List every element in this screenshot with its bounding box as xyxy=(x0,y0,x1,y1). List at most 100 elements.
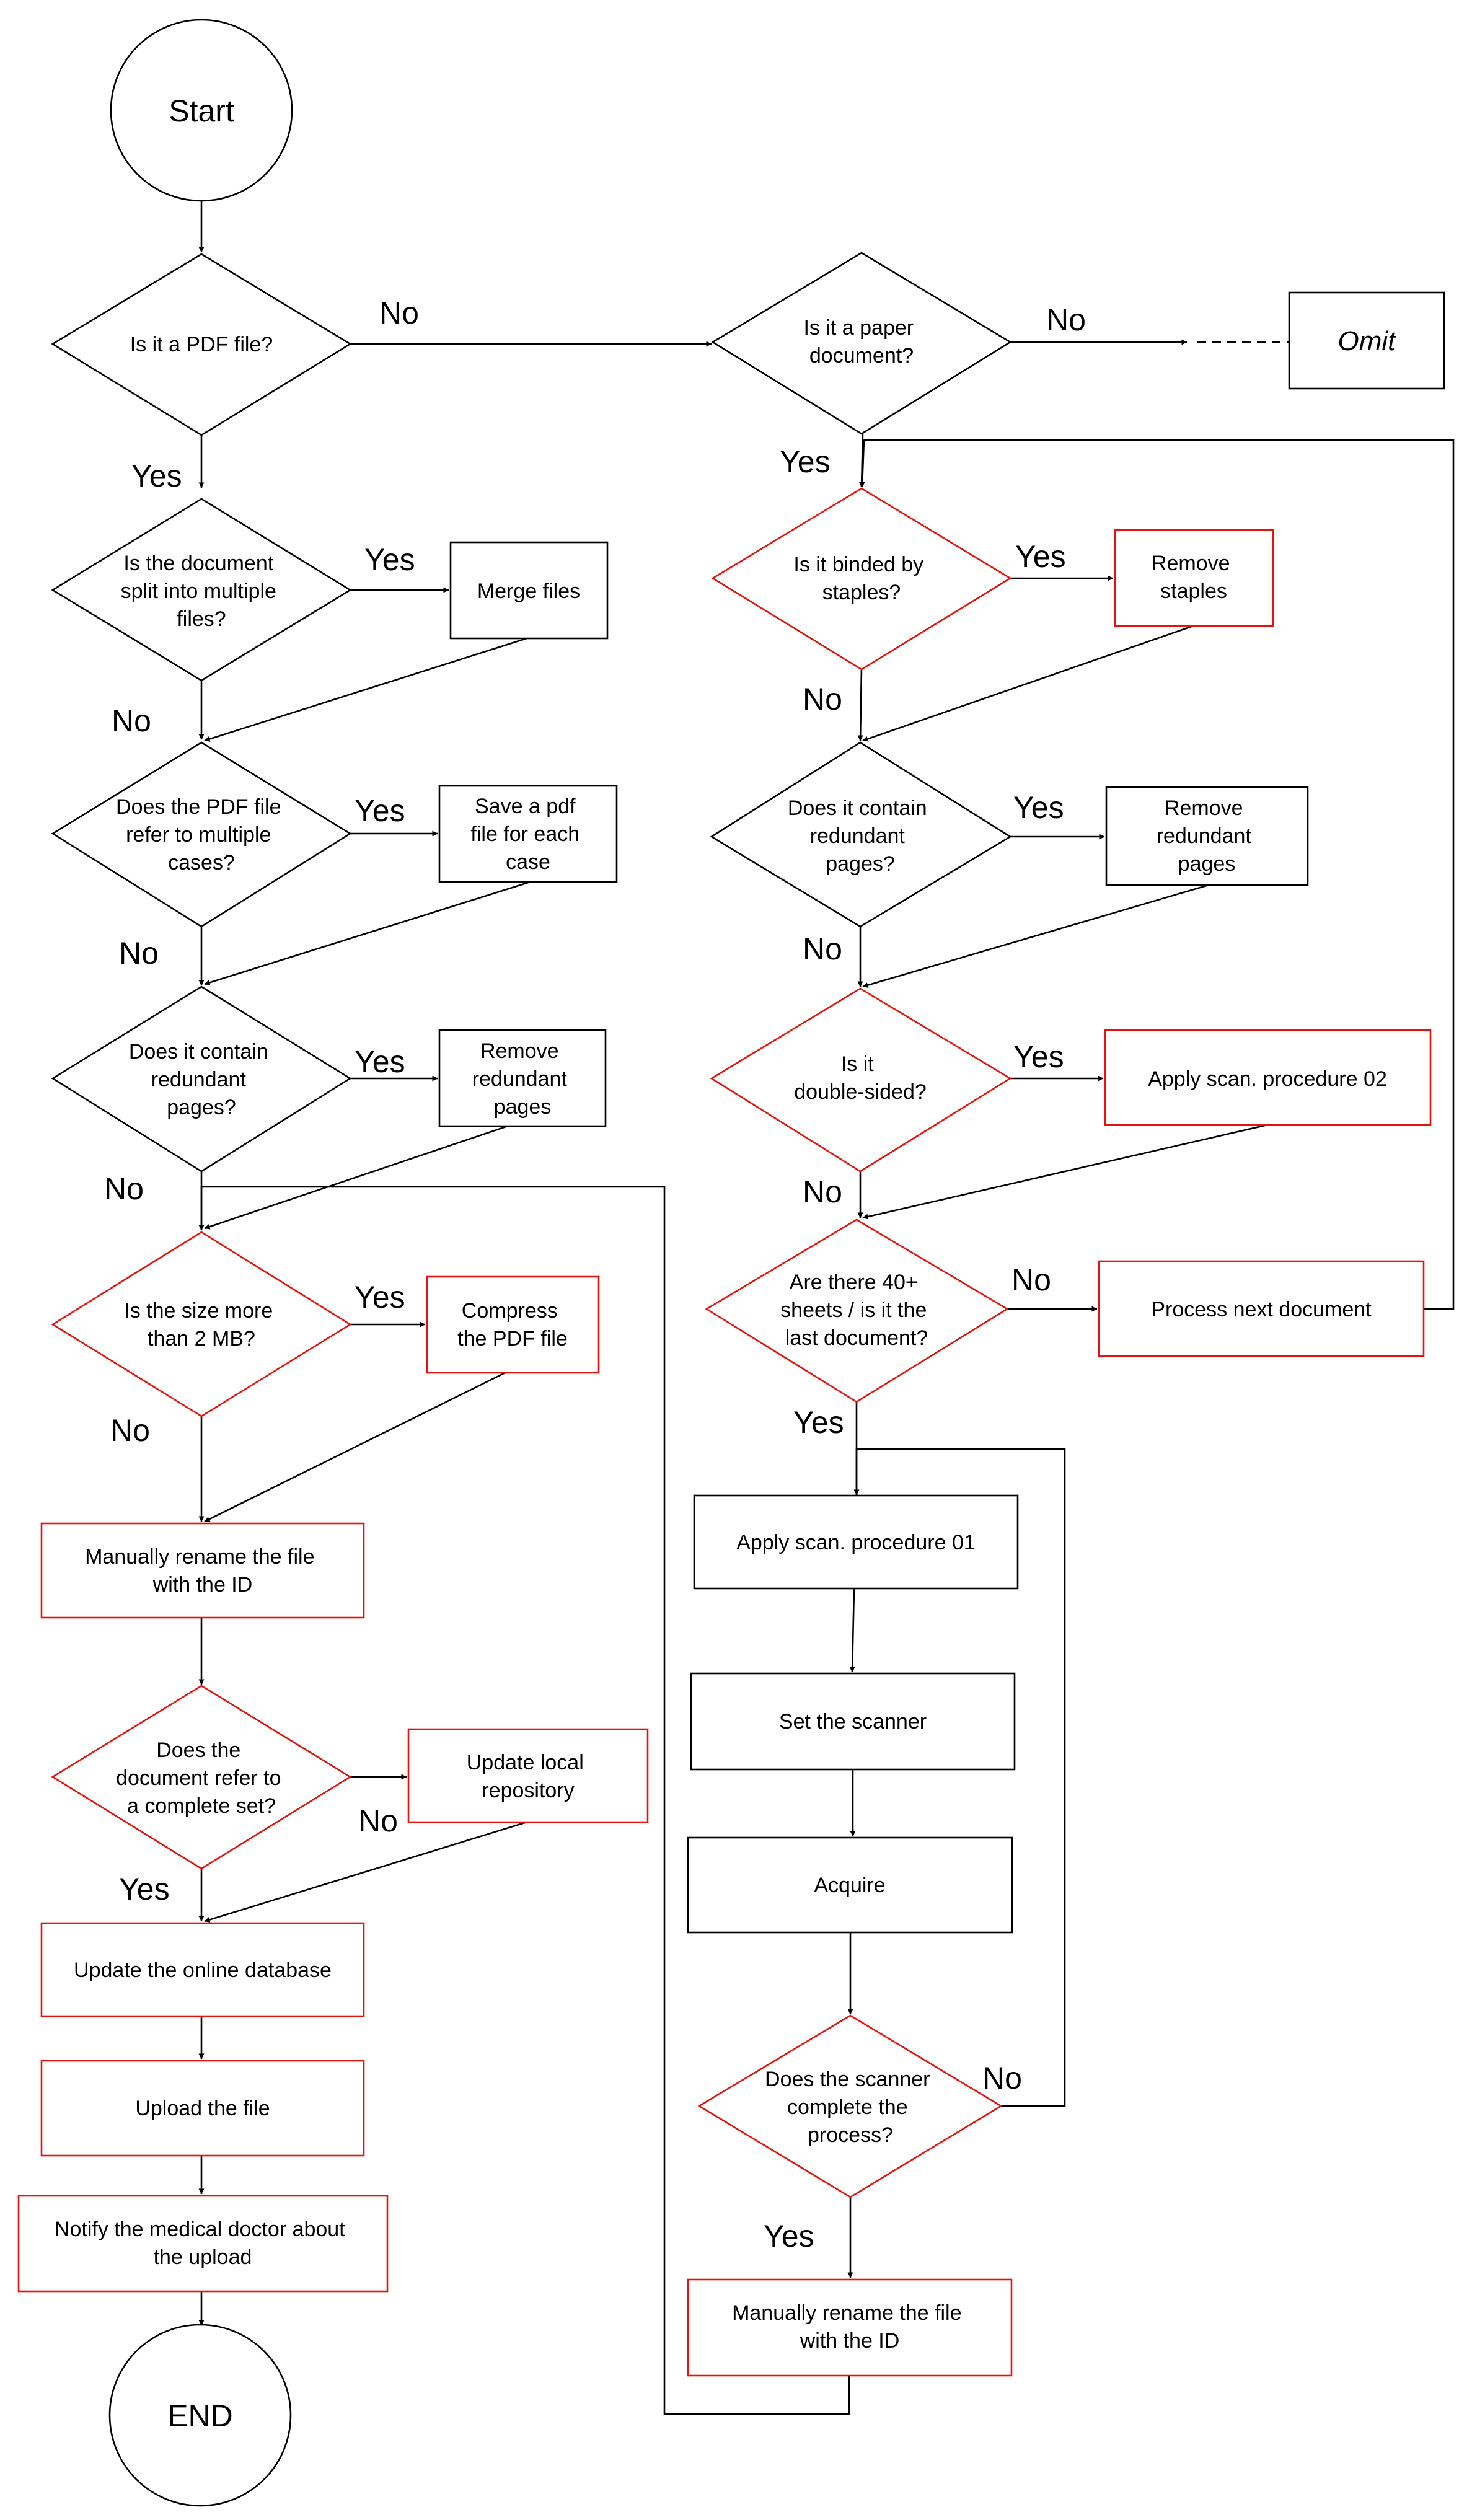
process-compress-line-1: Compress xyxy=(462,1299,558,1323)
decision-redundant-left: Does it contain redundant pages? xyxy=(51,985,352,1173)
decision-scanner-done-line-1: Does the scanner xyxy=(765,2068,930,2091)
process-set-scanner-label: Set the scanner xyxy=(779,1710,927,1734)
edge-scan-return-to-size xyxy=(198,1186,850,2415)
terminal-omit-label: Omit xyxy=(1338,326,1397,356)
process-notify-label: Notify the medical doctor about the uplo… xyxy=(55,2218,351,2269)
process-remove-redundant-left: Remove redundant pages xyxy=(438,1029,607,1127)
edge-merge-to-multi xyxy=(204,637,527,742)
decision-paper-document: Is it a paper document? xyxy=(711,252,1012,435)
decision-staples-label: Is it binded by staples? xyxy=(793,553,929,604)
edge-removest-to-redr xyxy=(862,625,1194,742)
process-acquire: Acquire xyxy=(687,1836,1013,1934)
decision-pdf-file: Is it a PDF file? xyxy=(51,253,352,436)
edge-label-size-yes: Yes xyxy=(355,1280,405,1315)
decision-complete-set-line-3: a complete set? xyxy=(127,1794,276,1818)
nodes: Start END Is it a PDF file? Is the docum… xyxy=(17,19,1445,2507)
process-remove-staples-line-1: Remove xyxy=(1152,552,1230,575)
decision-paper-document-line-2: document? xyxy=(809,344,914,368)
process-remove-redundant-right-line-1: Remove xyxy=(1165,796,1243,820)
edges xyxy=(198,201,1455,2415)
decision-double-sided-line-2: double-sided? xyxy=(794,1080,927,1104)
process-remove-redundant-right: Remove redundant pages xyxy=(1105,786,1309,886)
decision-forty-sheets-line-2: sheets / is it the xyxy=(780,1298,927,1322)
process-remove-redundant-left-line-1: Remove xyxy=(480,1039,559,1063)
decision-split-files-label: Is the document split into multiple file… xyxy=(121,552,283,631)
process-remove-staples-line-2: staples xyxy=(1160,579,1227,603)
process-acquire-label: Acquire xyxy=(814,1874,885,1897)
decision-forty-sheets-label: Are there 40+ sheets / is it the last do… xyxy=(780,1271,933,1350)
decision-pdf-file-line-1: Is it a PDF file? xyxy=(130,333,273,356)
end-node: END xyxy=(108,2324,292,2507)
decision-complete-set: Does the document refer to a complete se… xyxy=(51,1685,352,1870)
edge-label-split-no: No xyxy=(112,703,151,738)
process-save-each-case-line-3: case xyxy=(506,850,550,874)
decision-split-files-line-2: split into multiple xyxy=(121,579,276,603)
edge-label-redr-no: No xyxy=(803,932,842,966)
decision-redundant-right-line-3: pages? xyxy=(826,852,895,876)
process-remove-redundant-left-line-3: pages xyxy=(494,1095,552,1119)
edge-save-to-redl xyxy=(204,879,537,985)
process-rename-left-label: Manually rename the file with the ID xyxy=(85,1545,320,1597)
start-node: Start xyxy=(110,19,293,202)
process-rename-left-line-2: with the ID xyxy=(152,1573,253,1597)
edge-removel-to-size xyxy=(204,1124,512,1230)
decision-split-files: Is the document split into multiple file… xyxy=(51,498,352,682)
decision-multiple-cases-line-2: refer to multiple xyxy=(126,823,271,847)
decision-paper-document-label: Is it a paper document? xyxy=(803,316,919,368)
edge-label-multi-yes: Yes xyxy=(355,793,405,828)
process-remove-staples: Remove staples xyxy=(1114,529,1274,627)
edge-local-to-online xyxy=(204,1821,527,1923)
edge-label-forty-no: No xyxy=(1011,1262,1051,1297)
process-next-document: Process next document xyxy=(1098,1260,1425,1357)
decision-forty-sheets-line-3: last document? xyxy=(785,1326,928,1350)
process-remove-redundant-left-label: Remove redundant pages xyxy=(472,1039,573,1119)
decision-multiple-cases-line-3: cases? xyxy=(168,851,235,875)
decision-staples-line-1: Is it binded by xyxy=(793,553,923,576)
decision-size-label: Is the size more than 2 MB? xyxy=(124,1299,278,1350)
process-save-each-case-line-1: Save a pdf xyxy=(475,795,576,818)
decision-split-files-line-3: files? xyxy=(177,607,226,631)
decision-double-sided-line-1: Is it xyxy=(841,1052,874,1076)
process-merge-files-label: Merge files xyxy=(477,579,580,603)
decision-redundant-left-line-1: Does it contain xyxy=(129,1040,268,1064)
process-rename-right: Manually rename the file with the ID xyxy=(687,2278,1013,2377)
edge-label-redl-yes: Yes xyxy=(355,1044,405,1079)
decision-redundant-left-label: Does it contain redundant pages? xyxy=(129,1040,274,1119)
process-compress-label: Compress the PDF file xyxy=(457,1299,568,1350)
process-apply01: Apply scan. procedure 01 xyxy=(693,1494,1019,1590)
decision-complete-set-line-2: document refer to xyxy=(116,1766,281,1790)
edge-apply01-to-set xyxy=(849,1588,855,1673)
process-apply02-label: Apply scan. procedure 02 xyxy=(1148,1067,1387,1091)
decision-staples-line-2: staples? xyxy=(822,581,901,604)
terminal-omit: Omit xyxy=(1288,291,1445,390)
decision-redundant-left-line-2: redundant xyxy=(151,1068,247,1091)
process-remove-staples-label: Remove staples xyxy=(1152,552,1236,603)
edge-labels: No Yes No Yes Yes No Yes No Yes No Yes N… xyxy=(104,296,1086,2253)
decision-forty-sheets-line-1: Are there 40+ xyxy=(790,1271,918,1294)
decision-scanner-done-line-2: complete the xyxy=(787,2095,908,2119)
process-upload: Upload the file xyxy=(40,2060,365,2157)
decision-size: Is the size more than 2 MB? xyxy=(51,1231,352,1417)
decision-scanner-done-label: Does the scanner complete the process? xyxy=(765,2068,936,2147)
process-remove-redundant-left-line-2: redundant xyxy=(472,1067,568,1091)
edge-remover-to-double xyxy=(862,884,1209,988)
decision-redundant-right-label: Does it contain redundant pages? xyxy=(788,796,933,876)
decision-redundant-right-line-2: redundant xyxy=(810,824,906,848)
process-compress-line-2: the PDF file xyxy=(457,1327,568,1350)
decision-split-files-line-1: Is the document xyxy=(123,552,273,575)
edge-label-redr-yes: Yes xyxy=(1013,790,1064,825)
process-upload-label: Upload the file xyxy=(135,2097,270,2120)
process-rename-right-label: Manually rename the file with the ID xyxy=(732,2301,967,2353)
decision-redundant-left-line-3: pages? xyxy=(167,1096,236,1119)
decision-multiple-cases-line-1: Does the PDF file xyxy=(116,795,281,819)
edge-label-staples-no: No xyxy=(803,682,842,716)
process-update-local-line-2: repository xyxy=(482,1779,574,1802)
process-update-online-label: Update the online database xyxy=(74,1958,332,1982)
start-label: Start xyxy=(169,94,234,128)
process-notify-line-1: Notify the medical doctor about xyxy=(55,2218,345,2241)
decision-size-line-2: than 2 MB? xyxy=(148,1327,255,1350)
edge-next-loop-to-staples xyxy=(859,439,1455,1310)
edge-label-double-no: No xyxy=(803,1174,842,1209)
process-apply01-label: Apply scan. procedure 01 xyxy=(736,1531,976,1554)
